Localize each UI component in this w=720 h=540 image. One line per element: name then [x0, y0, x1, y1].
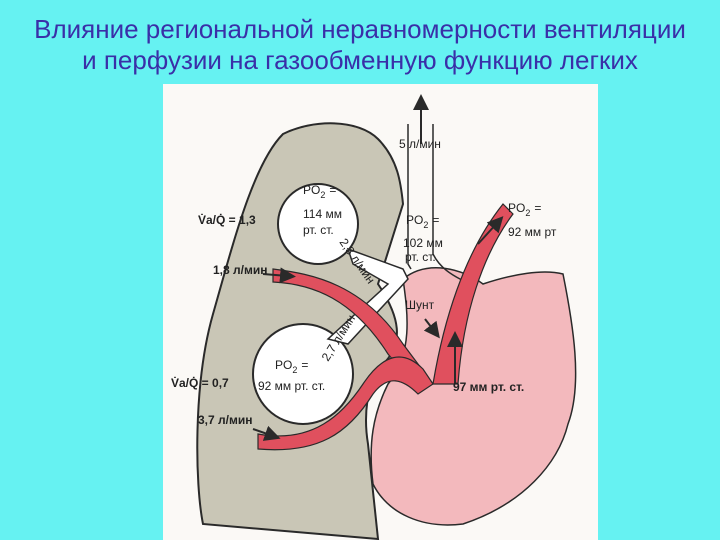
- shunt-label: Шунт: [405, 298, 435, 312]
- lower-vq-label: V̇a/Q̇ = 0,7: [171, 375, 229, 390]
- lower-alveolus: [252, 323, 354, 425]
- svg-text:рт. ст.: рт. ст.: [405, 250, 436, 264]
- lower-po2-label: PO2= 92 мм рт. ст.: [258, 358, 325, 393]
- slide-title: Влияние региональной неравномерности вен…: [0, 14, 720, 76]
- svg-text:102 мм: 102 мм: [403, 236, 443, 250]
- svg-text:PO2=: PO2=: [508, 201, 541, 218]
- title-line-1: Влияние региональной неравномерности вен…: [34, 14, 686, 44]
- upper-perfusion-label: 1,8 л/мин: [213, 263, 267, 277]
- upper-alveolus: [277, 183, 359, 265]
- svg-text:PO2=: PO2=: [275, 358, 308, 375]
- arterial-po2-label: PO2= 92 мм рт: [508, 201, 557, 239]
- svg-text:92 мм рт: 92 мм рт: [508, 225, 557, 239]
- lung-diagram: 5 л/мин PO2= 114 мм рт. ст. V̇a/Q̇ = 1,3…: [163, 84, 598, 540]
- heart-shape: [370, 267, 577, 526]
- ventilation-duct: [326, 247, 409, 345]
- lower-pulmonary-vessel: [257, 356, 434, 451]
- svg-text:92 мм рт. ст.: 92 мм рт. ст.: [258, 379, 325, 393]
- shunt-arrow: [423, 318, 440, 339]
- outflow-flow-label: 5 л/мин: [399, 137, 441, 151]
- upper-vq-label: V̇a/Q̇ = 1,3: [198, 212, 256, 227]
- lower-perfusion-label: 3,7 л/мин: [198, 413, 252, 427]
- mixed-vein-po2-label: PO2= 102 мм рт. ст.: [403, 213, 443, 264]
- svg-text:рт. ст.: рт. ст.: [303, 223, 334, 237]
- title-line-2: и перфузии на газообменную функцию легки…: [82, 45, 638, 75]
- svg-text:PO2=: PO2=: [303, 183, 336, 200]
- lower-perfusion-arrow: [252, 425, 281, 441]
- diagram-svg: 5 л/мин PO2= 114 мм рт. ст. V̇a/Q̇ = 1,3…: [171, 94, 577, 540]
- heart-po2-label: 97 мм рт. ст.: [453, 380, 524, 394]
- upper-perfusion-arrow: [262, 267, 296, 284]
- upper-po2-label: PO2= 114 мм рт. ст.: [303, 183, 342, 237]
- aorta-arrow: [477, 216, 504, 245]
- svg-text:PO2=: PO2=: [406, 213, 439, 230]
- svg-text:114 мм: 114 мм: [303, 207, 342, 221]
